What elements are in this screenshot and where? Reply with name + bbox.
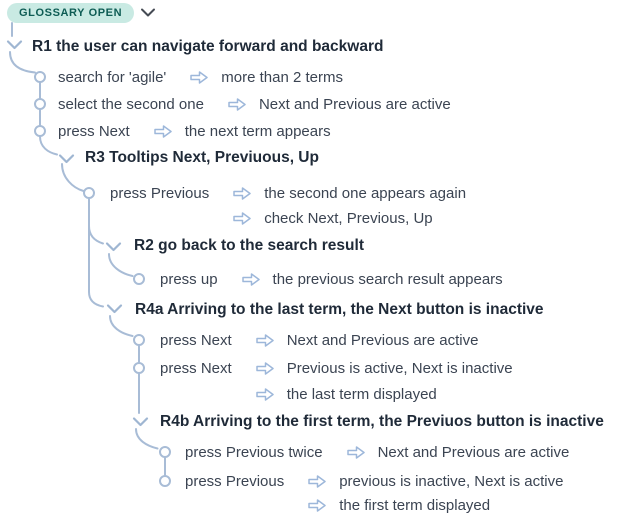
step-result: check Next, Previous, Up bbox=[264, 209, 433, 227]
step-node-icon bbox=[159, 475, 171, 487]
step-row[interactable]: press Previous the second one appears ag… bbox=[110, 183, 466, 203]
step-result: the next term appears bbox=[184, 122, 331, 140]
requirement-row-r3[interactable]: R3 Tooltips Next, Previuous, Up bbox=[85, 148, 319, 168]
glossary-badge[interactable]: GLOSSARY OPEN bbox=[7, 3, 135, 23]
requirement-label: R1 the user can navigate forward and bac… bbox=[32, 38, 384, 55]
step-node-icon bbox=[133, 334, 145, 346]
requirement-row-r2[interactable]: R2 go back to the search result bbox=[134, 236, 364, 256]
connector-line bbox=[9, 22, 166, 477]
expand-chevron-icon[interactable] bbox=[132, 417, 149, 427]
step-result: the first term displayed bbox=[339, 496, 491, 514]
glossary-badge-label: GLOSSARY OPEN bbox=[19, 7, 123, 19]
requirement-label: R2 go back to the search result bbox=[134, 237, 364, 254]
step-action: press Next bbox=[58, 122, 130, 140]
step-node-icon bbox=[34, 98, 46, 110]
expand-chevron-icon[interactable] bbox=[106, 304, 123, 314]
step-node-icon bbox=[159, 446, 171, 458]
requirement-row-r1[interactable]: R1 the user can navigate forward and bac… bbox=[32, 37, 383, 57]
expand-chevron-icon[interactable] bbox=[6, 40, 23, 50]
step-result: the last term displayed bbox=[286, 385, 437, 403]
requirement-row-r4a[interactable]: R4a Arriving to the last term, the Next … bbox=[135, 300, 544, 320]
result-arrow-icon bbox=[255, 361, 274, 375]
step-node-icon bbox=[34, 71, 46, 83]
extra-result-row[interactable]: press Previous check Next, Previous, Up bbox=[110, 208, 433, 228]
step-result: the previous search result appears bbox=[272, 270, 503, 288]
step-row[interactable]: press Previous previous is inactive, Nex… bbox=[185, 471, 563, 491]
result-arrow-icon bbox=[228, 97, 246, 111]
result-arrow-icon bbox=[346, 445, 365, 459]
step-row[interactable]: press Previous twice Next and Previous a… bbox=[185, 442, 569, 462]
result-arrow-icon bbox=[241, 272, 260, 286]
step-row[interactable]: press Next the next term appears bbox=[58, 121, 331, 141]
step-result: more than 2 terms bbox=[221, 68, 343, 86]
step-result: Next and Previous are active bbox=[377, 443, 570, 461]
step-node-icon bbox=[83, 187, 95, 199]
badge-dropdown-chevron-icon[interactable] bbox=[141, 8, 155, 17]
step-action: press Previous bbox=[185, 472, 285, 490]
step-action: press Next bbox=[160, 331, 232, 349]
result-arrow-icon bbox=[233, 211, 251, 225]
step-action: press Next bbox=[160, 359, 232, 377]
requirement-row-r4b[interactable]: R4b Arriving to the first term, the Prev… bbox=[160, 412, 604, 432]
result-arrow-icon bbox=[153, 124, 172, 138]
step-node-icon bbox=[34, 125, 46, 137]
step-action: press Previous bbox=[110, 184, 210, 202]
expand-chevron-icon[interactable] bbox=[105, 242, 122, 252]
step-row[interactable]: search for 'agile' more than 2 terms bbox=[58, 67, 343, 87]
result-arrow-icon bbox=[233, 186, 251, 200]
requirement-label: R4a Arriving to the last term, the Next … bbox=[135, 301, 544, 318]
step-result: Next and Previous are active bbox=[286, 331, 479, 349]
step-row[interactable]: select the second one Next and Previous … bbox=[58, 94, 451, 114]
extra-result-row[interactable]: press Previous the first term displayed bbox=[185, 495, 490, 515]
step-result: the second one appears again bbox=[264, 184, 467, 202]
step-node-icon bbox=[133, 273, 145, 285]
extra-result-row[interactable]: press Next the last term displayed bbox=[160, 384, 437, 404]
step-row[interactable]: press Next Next and Previous are active bbox=[160, 330, 478, 350]
step-action: press Previous twice bbox=[185, 443, 323, 461]
step-row[interactable]: press up the previous search result appe… bbox=[160, 269, 503, 289]
requirement-label: R3 Tooltips Next, Previuous, Up bbox=[85, 149, 319, 166]
step-node-icon bbox=[133, 362, 145, 374]
step-result: previous is inactive, Next is active bbox=[339, 472, 564, 490]
step-action: press up bbox=[160, 270, 218, 288]
step-action: select the second one bbox=[58, 95, 204, 113]
requirement-label: R4b Arriving to the first term, the Prev… bbox=[160, 413, 604, 430]
step-row[interactable]: press Next Previous is active, Next is i… bbox=[160, 358, 513, 378]
result-arrow-icon bbox=[255, 387, 274, 401]
result-arrow-icon bbox=[190, 70, 209, 84]
step-result: Previous is active, Next is inactive bbox=[286, 359, 513, 377]
result-arrow-icon bbox=[308, 498, 326, 512]
step-result: Next and Previous are active bbox=[258, 95, 451, 113]
step-action: search for 'agile' bbox=[58, 68, 167, 86]
result-arrow-icon bbox=[255, 333, 274, 347]
expand-chevron-icon[interactable] bbox=[58, 154, 75, 164]
result-arrow-icon bbox=[308, 474, 326, 488]
